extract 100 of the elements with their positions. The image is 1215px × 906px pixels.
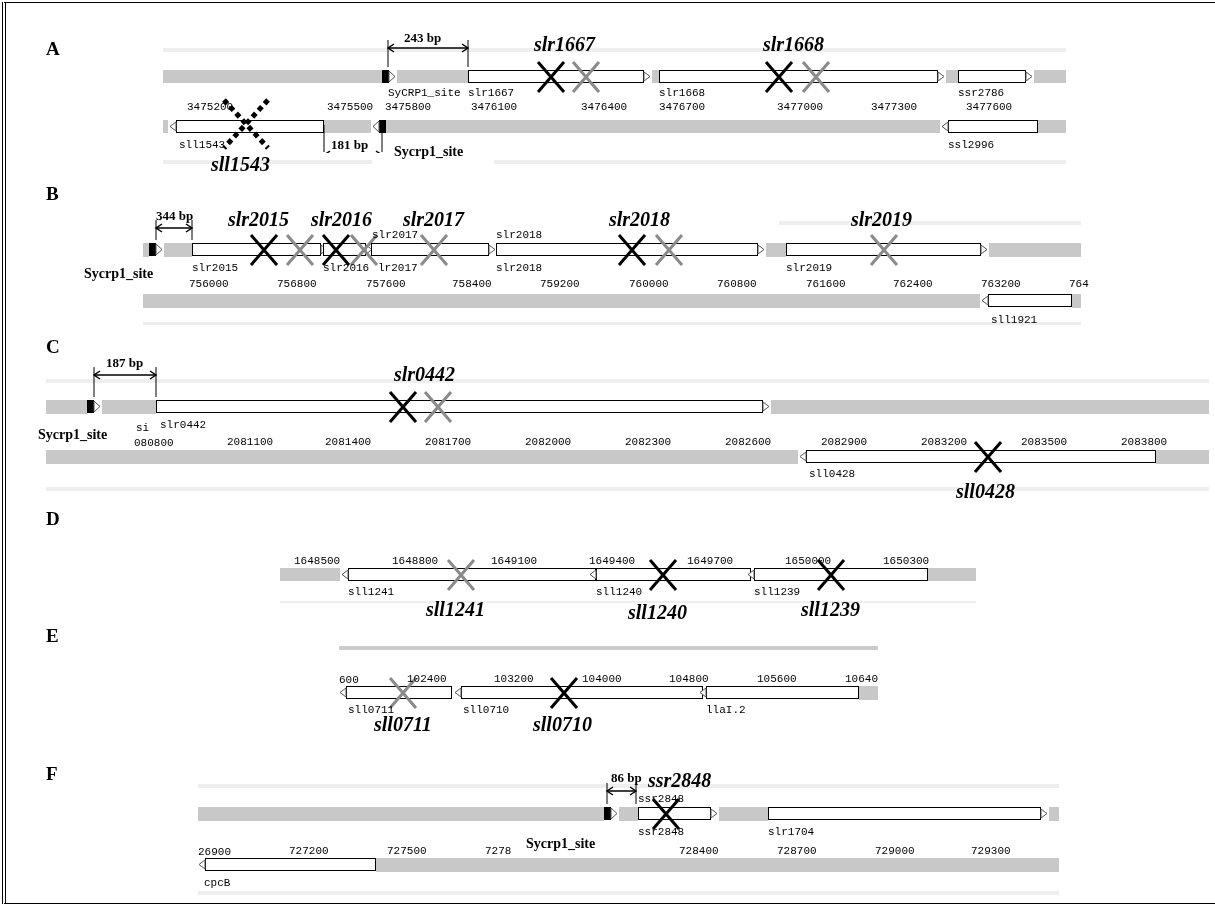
gene-label: slr2018 xyxy=(496,229,543,241)
gene-name: sll0428 xyxy=(956,480,1015,502)
coordinate-label: 2082900 xyxy=(820,437,868,448)
gene-label: slr1667 xyxy=(468,87,515,99)
gene-label: sll0428 xyxy=(809,468,856,480)
coordinate-label: 763200 xyxy=(980,279,1021,290)
gene-label: slr2018 xyxy=(496,262,543,274)
coordinate-label: 727500 xyxy=(386,846,427,857)
coordinate-label: 103200 xyxy=(493,674,534,685)
coordinate-label: 104800 xyxy=(668,674,709,685)
coordinate-label: 080800 xyxy=(134,436,174,449)
gene-name: slr0442 xyxy=(394,363,456,385)
coordinate-label: si xyxy=(136,421,150,434)
gene-name: sll0710 xyxy=(533,713,592,735)
coordinate-label: 3476100 xyxy=(470,102,518,113)
coordinate-label: 3476400 xyxy=(580,102,628,113)
coordinate-label: 2082600 xyxy=(724,437,772,448)
coordinate-label: 762400 xyxy=(892,279,933,290)
gene-label: ssr2848 xyxy=(638,826,685,838)
gene-label: ssl2996 xyxy=(948,139,995,151)
site-label: Sycrp1_site xyxy=(526,836,596,852)
panel-letter: F xyxy=(46,763,58,785)
gene-label: slr2016 xyxy=(323,262,370,274)
gene-label: llaI.2 xyxy=(706,704,746,716)
coordinate-label: 3477000 xyxy=(776,102,824,113)
coordinate-label: 2081400 xyxy=(324,437,372,448)
coordinate-label: 728400 xyxy=(678,846,719,857)
coordinate-label: 104000 xyxy=(581,674,622,685)
panel-letter: B xyxy=(46,183,59,205)
coordinate-label: 761600 xyxy=(805,279,846,290)
gene-name: ssr2848 xyxy=(648,769,712,791)
coordinate-label: 1649400 xyxy=(588,556,636,567)
coordinate-label: 2081100 xyxy=(226,437,274,448)
panel-letter: C xyxy=(46,336,60,358)
gene-name: slr2018 xyxy=(609,208,671,230)
panel-letter: D xyxy=(46,508,60,530)
dimension-label: 344 bp xyxy=(156,208,194,224)
gene-name: slr2015 xyxy=(228,208,290,230)
gene-label: sll1543 xyxy=(179,139,226,151)
coordinate-label: 2083800 xyxy=(1120,437,1168,448)
panel-letter: E xyxy=(46,625,59,647)
gene-label: sll1921 xyxy=(991,314,1038,326)
panel-letter: A xyxy=(46,38,60,60)
dimension-label: 181 bp xyxy=(331,137,369,153)
gene-name: slr1667 xyxy=(534,33,596,55)
gene-label: sll1240 xyxy=(596,586,643,598)
coordinate-label: 729000 xyxy=(874,846,915,857)
coordinate-label: 757600 xyxy=(365,279,406,290)
gene-name: slr1668 xyxy=(763,33,825,55)
coordinate-label: 1650300 xyxy=(882,556,930,567)
gene-label: ssr2786 xyxy=(958,87,1005,99)
site-label: SyCRP1_site xyxy=(388,87,461,99)
gene-label: slr1668 xyxy=(659,87,706,99)
gene-name: sll0711 xyxy=(374,713,432,735)
coordinate-label: 2081700 xyxy=(424,437,472,448)
coordinate-label: 26900 xyxy=(198,845,231,858)
gene-name: slr2017 xyxy=(403,208,465,230)
gene-label: slr1704 xyxy=(768,826,815,838)
gene-name: slr2016 xyxy=(311,208,373,230)
gene-label: slr0442 xyxy=(160,419,207,431)
gene-name: slr2019 xyxy=(851,208,913,230)
gene-label: sll1241 xyxy=(348,586,395,598)
coordinate-label: 1648800 xyxy=(391,556,439,567)
coordinate-label: 3476700 xyxy=(658,102,706,113)
coordinate-label: 760000 xyxy=(628,279,669,290)
coordinate-label: 10640 xyxy=(844,674,878,685)
coordinate-label: 3477300 xyxy=(870,102,918,113)
gene-label: slr2017 xyxy=(372,229,419,241)
coordinate-label: 600 xyxy=(339,673,359,686)
coordinate-label: 759200 xyxy=(539,279,580,290)
dimension-label: 86 bp xyxy=(611,770,642,786)
coordinate-label: 3475500 xyxy=(326,102,374,113)
coordinate-label: 1648500 xyxy=(293,556,341,567)
site-label: Sycrp1_site xyxy=(84,266,154,282)
coordinate-label: 756800 xyxy=(276,279,317,290)
coordinate-label: 1650000 xyxy=(784,556,832,567)
coordinate-label: 105600 xyxy=(756,674,797,685)
coordinate-label: 2082000 xyxy=(524,437,572,448)
gene-label: sll0711 xyxy=(348,704,395,716)
coordinate-label: 729300 xyxy=(970,846,1011,857)
site-label: Sycrp1_site xyxy=(394,144,464,160)
gene-label: lr2017 xyxy=(378,262,418,274)
coordinate-label: 728700 xyxy=(776,846,817,857)
gene-label: ssr2848 xyxy=(638,793,685,805)
coordinate-label: 3475800 xyxy=(384,102,432,113)
gene-label: sll1239 xyxy=(754,586,801,598)
coordinate-label: 2083500 xyxy=(1020,437,1068,448)
gene-label: cpcB xyxy=(204,877,231,889)
dimension-label: 243 bp xyxy=(404,30,442,46)
coordinate-label: 764 xyxy=(1068,279,1089,290)
coordinate-label: 727200 xyxy=(288,846,329,857)
coordinate-label: 102400 xyxy=(406,674,447,685)
gene-name: sll1241 xyxy=(426,598,485,620)
gene-label: slr2019 xyxy=(786,262,833,274)
site-label: Sycrp1_site xyxy=(38,427,108,443)
gene-label: slr2015 xyxy=(192,262,239,274)
gene-name: sll1239 xyxy=(801,598,860,620)
coordinate-label: 758400 xyxy=(451,279,492,290)
coordinate-label: 3477600 xyxy=(965,102,1013,113)
coordinate-label: 756000 xyxy=(188,279,229,290)
